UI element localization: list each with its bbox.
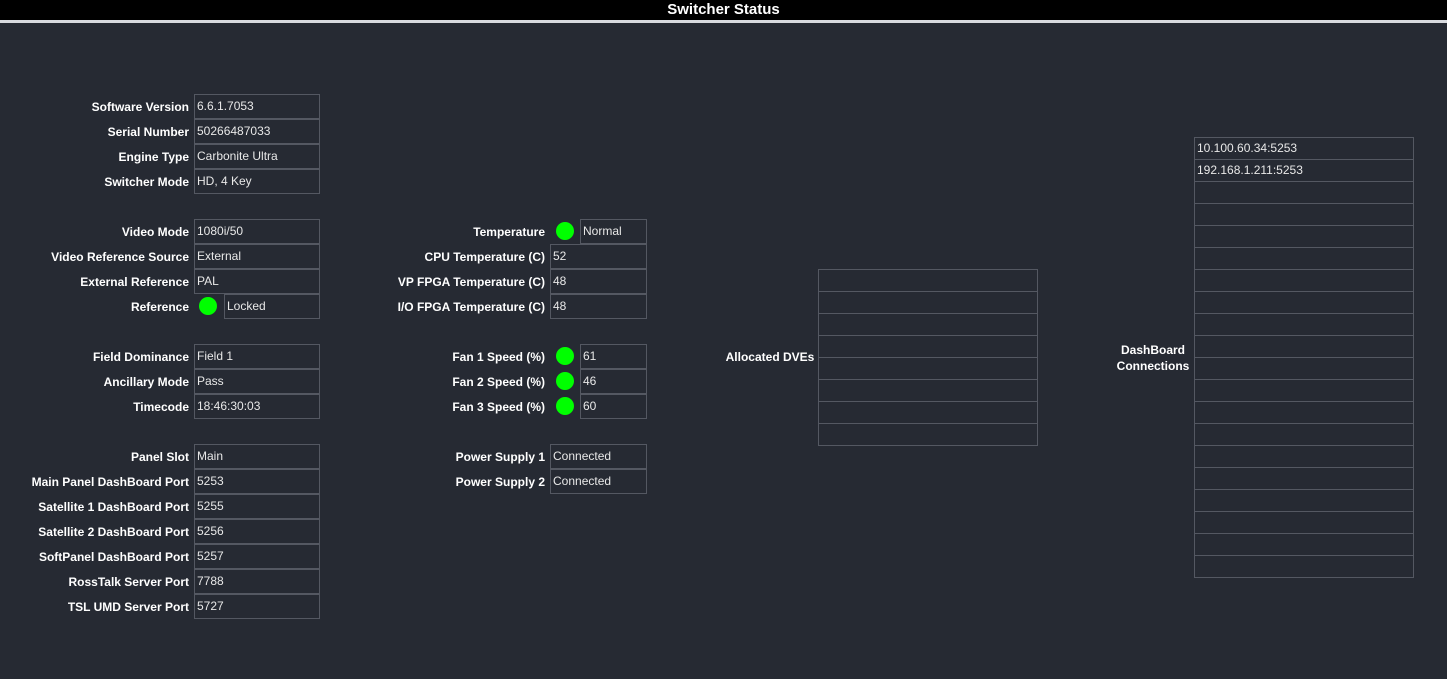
software-version-value: 6.6.1.7053 — [194, 94, 320, 119]
fan-2-speed-value: 46 — [580, 369, 647, 394]
allocated-dve-item[interactable] — [818, 424, 1038, 446]
engine-type-value: Carbonite Ultra — [194, 144, 320, 169]
title-divider — [0, 20, 1447, 23]
satellite-2-dashboard-port-label: Satellite 2 DashBoard Port — [38, 524, 189, 539]
reference-label: Reference — [130, 299, 189, 314]
field-dominance-label: Field Dominance — [92, 349, 189, 364]
satellite-2-dashboard-port-value: 5256 — [194, 519, 320, 544]
softpanel-dashboard-port-value: 5257 — [194, 544, 320, 569]
dashboard-connection-item[interactable] — [1194, 182, 1414, 204]
allocated-dves-label: Allocated DVEs — [725, 350, 815, 364]
dashboard-connection-item[interactable] — [1194, 336, 1414, 358]
vp-fpga-temperature-c-value: 48 — [550, 269, 647, 294]
power-supply-2-label: Power Supply 2 — [455, 474, 545, 489]
allocated-dve-item[interactable] — [818, 336, 1038, 358]
video-mode-label: Video Mode — [121, 224, 189, 239]
power-supply-2-value: Connected — [550, 469, 647, 494]
serial-number-value: 50266487033 — [194, 119, 320, 144]
fan-3-speed-status-indicator-icon — [556, 397, 574, 415]
dashboard-connection-item[interactable] — [1194, 512, 1414, 534]
dashboard-connections-label-line2: Connections — [1116, 359, 1190, 373]
temperature-label: Temperature — [473, 224, 545, 239]
software-version-label: Software Version — [91, 99, 189, 114]
main-panel-dashboard-port-value: 5253 — [194, 469, 320, 494]
main-panel-dashboard-port-label: Main Panel DashBoard Port — [31, 474, 189, 489]
allocated-dve-item[interactable] — [818, 380, 1038, 402]
softpanel-dashboard-port-label: SoftPanel DashBoard Port — [38, 549, 189, 564]
satellite-1-dashboard-port-value: 5255 — [194, 494, 320, 519]
dashboard-connection-item[interactable] — [1194, 402, 1414, 424]
dashboard-connection-item[interactable] — [1194, 556, 1414, 578]
video-mode-value: 1080i/50 — [194, 219, 320, 244]
dashboard-connection-item[interactable]: 10.100.60.34:5253 — [1194, 138, 1414, 160]
power-supply-1-value: Connected — [550, 444, 647, 469]
external-reference-value: PAL — [194, 269, 320, 294]
video-reference-source-label: Video Reference Source — [51, 249, 189, 264]
dashboard-connection-item[interactable] — [1194, 204, 1414, 226]
dashboard-connections-label-line1: DashBoard — [1120, 343, 1185, 357]
cpu-temperature-c-label: CPU Temperature (C) — [424, 249, 545, 264]
tsl-umd-server-port-value: 5727 — [194, 594, 320, 619]
external-reference-label: External Reference — [80, 274, 189, 289]
rosstalk-server-port-value: 7788 — [194, 569, 320, 594]
fan-2-speed-label: Fan 2 Speed (%) — [452, 374, 545, 389]
allocated-dve-item[interactable] — [818, 314, 1038, 336]
fan-3-speed-label: Fan 3 Speed (%) — [452, 399, 545, 414]
field-dominance-value: Field 1 — [194, 344, 320, 369]
satellite-1-dashboard-port-label: Satellite 1 DashBoard Port — [38, 499, 189, 514]
fan-1-speed-value: 61 — [580, 344, 647, 369]
rosstalk-server-port-label: RossTalk Server Port — [68, 574, 190, 589]
dashboard-connection-item[interactable] — [1194, 292, 1414, 314]
dashboard-connection-item[interactable] — [1194, 270, 1414, 292]
dashboard-connection-item[interactable] — [1194, 358, 1414, 380]
dashboard-connection-item[interactable] — [1194, 380, 1414, 402]
allocated-dve-item[interactable] — [818, 402, 1038, 424]
i-o-fpga-temperature-c-value: 48 — [550, 294, 647, 319]
fan-2-speed-status-indicator-icon — [556, 372, 574, 390]
dashboard-connections-label: DashBoard Connections — [1110, 342, 1196, 374]
ancillary-mode-value: Pass — [194, 369, 320, 394]
allocated-dve-item[interactable] — [818, 292, 1038, 314]
dashboard-connection-item[interactable] — [1194, 534, 1414, 556]
temperature-value: Normal — [580, 219, 647, 244]
ancillary-mode-label: Ancillary Mode — [103, 374, 189, 389]
reference-status-indicator-icon — [199, 297, 217, 315]
reference-value: Locked — [224, 294, 320, 319]
timecode-value: 18:46:30:03 — [194, 394, 320, 419]
switcher-mode-label: Switcher Mode — [104, 174, 189, 189]
i-o-fpga-temperature-c-label: I/O FPGA Temperature (C) — [397, 299, 545, 314]
video-reference-source-value: External — [194, 244, 320, 269]
panel-slot-value: Main — [194, 444, 320, 469]
dashboard-connection-item[interactable]: 192.168.1.211:5253 — [1194, 160, 1414, 182]
allocated-dve-item[interactable] — [818, 358, 1038, 380]
cpu-temperature-c-value: 52 — [550, 244, 647, 269]
power-supply-1-label: Power Supply 1 — [455, 449, 545, 464]
panel-slot-label: Panel Slot — [130, 449, 189, 464]
tsl-umd-server-port-label: TSL UMD Server Port — [67, 599, 189, 614]
allocated-dves-list — [818, 269, 1038, 446]
dashboard-connection-item[interactable] — [1194, 446, 1414, 468]
fan-3-speed-value: 60 — [580, 394, 647, 419]
dashboard-connection-item[interactable] — [1194, 226, 1414, 248]
dashboard-connection-item[interactable] — [1194, 490, 1414, 512]
dashboard-connection-item[interactable] — [1194, 314, 1414, 336]
allocated-dve-item[interactable] — [818, 270, 1038, 292]
switcher-mode-value: HD, 4 Key — [194, 169, 320, 194]
temperature-status-indicator-icon — [556, 222, 574, 240]
dashboard-connection-item[interactable] — [1194, 424, 1414, 446]
fan-1-speed-status-indicator-icon — [556, 347, 574, 365]
fan-1-speed-label: Fan 1 Speed (%) — [452, 349, 545, 364]
window-title: Switcher Status — [0, 0, 1447, 20]
dashboard-connection-item[interactable] — [1194, 468, 1414, 490]
dashboard-connection-item[interactable] — [1194, 248, 1414, 270]
timecode-label: Timecode — [133, 399, 189, 414]
serial-number-label: Serial Number — [107, 124, 189, 139]
vp-fpga-temperature-c-label: VP FPGA Temperature (C) — [397, 274, 545, 289]
engine-type-label: Engine Type — [118, 149, 189, 164]
